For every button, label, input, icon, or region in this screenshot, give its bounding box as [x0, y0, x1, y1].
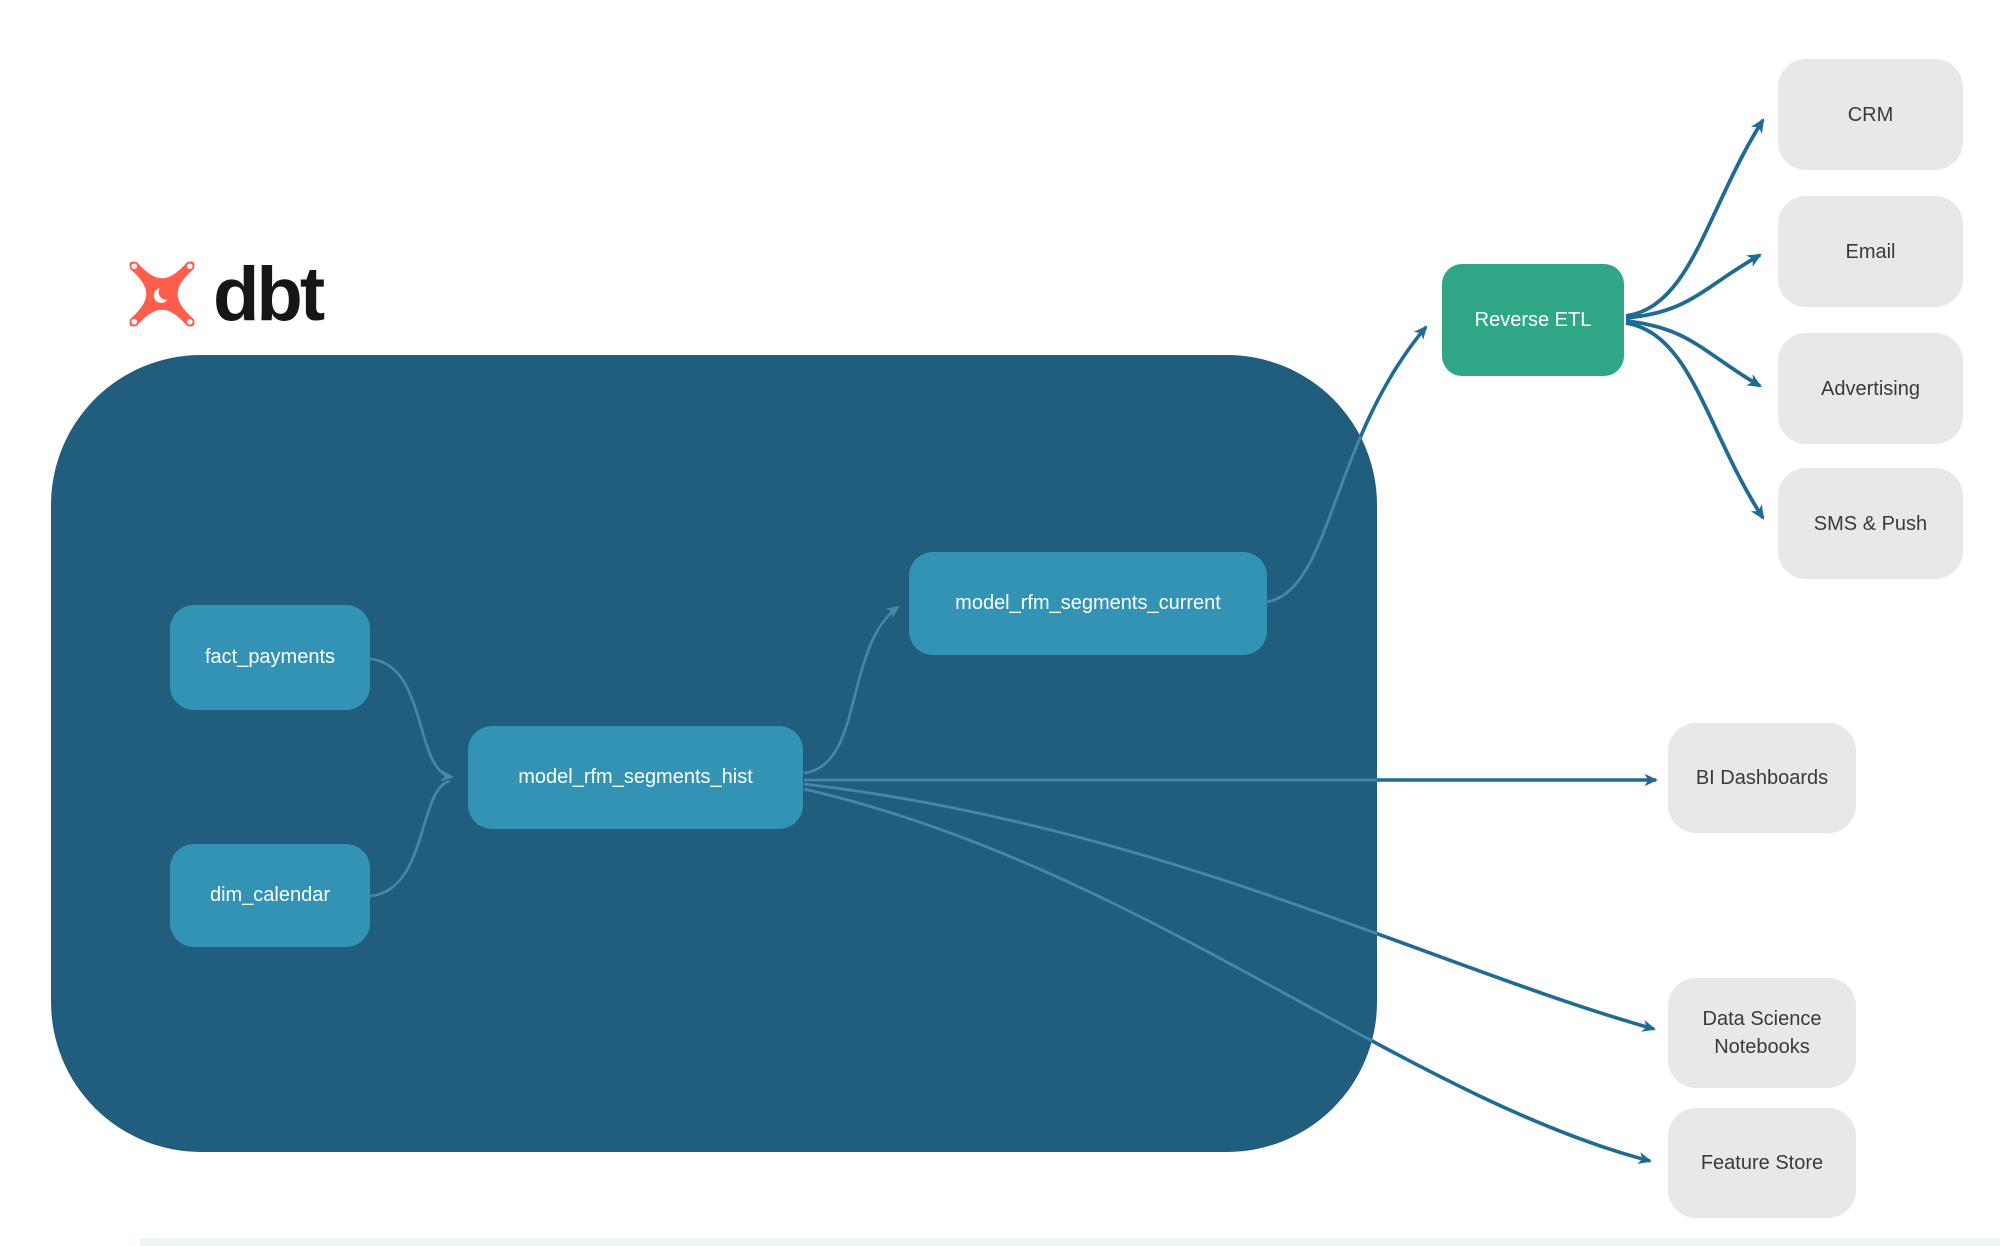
edge-etl-to-email: [1625, 253, 1762, 320]
node-label: Feature Store: [1700, 1152, 1824, 1174]
node-fact-payments: fact_payments: [170, 605, 370, 710]
node-label: Data Science Notebooks: [1702, 1008, 1822, 1058]
brand-name: dbt: [213, 252, 325, 337]
node-label: fact_payments: [204, 646, 336, 668]
node-label: Email: [1845, 240, 1896, 263]
node-label: Reverse ETL: [1474, 308, 1592, 331]
node-label: CRM: [1847, 103, 1894, 126]
node-bi-dashboards: BI Dashboards: [1668, 723, 1856, 833]
node-dim-calendar: dim_calendar: [170, 844, 370, 947]
edge-etl-to-advertising: [1625, 319, 1762, 388]
node-sms-push: SMS & Push: [1778, 468, 1963, 579]
edge-etl-to-sms-push: [1625, 321, 1765, 520]
node-reverse-etl: Reverse ETL: [1442, 264, 1624, 376]
node-label: model_rfm_segments_hist: [518, 766, 753, 788]
node-crm: CRM: [1778, 59, 1963, 170]
node-model-rfm-segments-current: model_rfm_segments_current: [909, 552, 1267, 655]
node-model-rfm-segments-hist: model_rfm_segments_hist: [468, 726, 803, 829]
node-data-science-notebooks: Data Science Notebooks: [1668, 978, 1856, 1088]
node-label: BI Dashboards: [1695, 767, 1829, 789]
dbt-logo: dbt: [125, 252, 325, 337]
node-label: model_rfm_segments_current: [955, 592, 1221, 614]
node-label: Advertising: [1821, 377, 1920, 400]
node-feature-store: Feature Store: [1668, 1108, 1856, 1218]
edge-etl-to-crm: [1625, 118, 1765, 318]
node-email: Email: [1778, 196, 1963, 307]
dbt-star-icon: [129, 261, 195, 327]
node-advertising: Advertising: [1778, 333, 1963, 444]
node-label: dim_calendar: [209, 884, 331, 906]
node-label: SMS & Push: [1813, 512, 1928, 535]
footer-strip: [140, 1238, 2000, 1246]
